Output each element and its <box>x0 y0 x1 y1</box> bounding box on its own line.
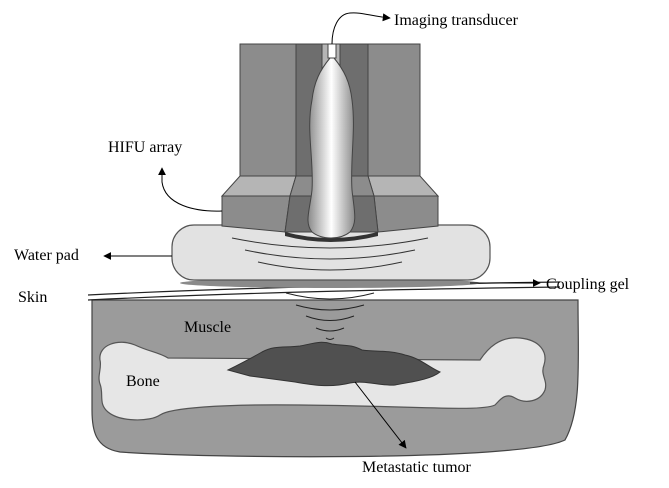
leader-hifu-array <box>162 168 222 211</box>
label-coupling-gel: Coupling gel <box>546 276 630 293</box>
label-muscle: Muscle <box>184 319 231 336</box>
label-imaging-transducer: Imaging transducer <box>394 12 519 29</box>
leader-imaging-transducer <box>332 13 390 44</box>
label-bone: Bone <box>126 373 160 390</box>
skin-line-inner <box>88 287 560 300</box>
label-hifu-array: HIFU array <box>108 139 182 156</box>
label-water-pad: Water pad <box>14 247 79 264</box>
label-metastatic-tumor: Metastatic tumor <box>362 459 472 476</box>
label-skin: Skin <box>18 289 47 306</box>
